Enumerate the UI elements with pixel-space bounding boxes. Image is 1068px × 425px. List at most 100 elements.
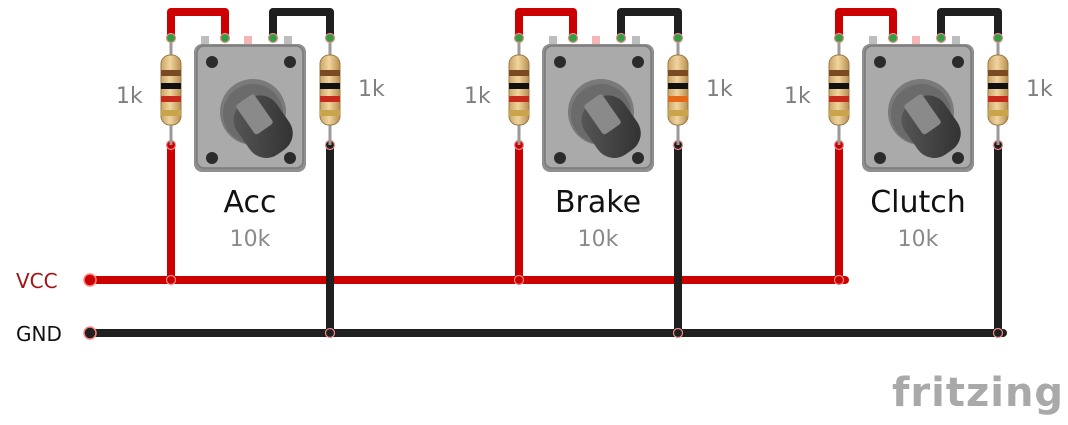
pot-pin (869, 36, 877, 48)
resistor-band (668, 110, 688, 116)
potentiometer (542, 36, 654, 172)
connector-dot (992, 32, 1004, 44)
top-black-jumper (617, 8, 682, 42)
mount-hole (554, 56, 566, 68)
mount-hole (206, 152, 218, 164)
connector-dot (165, 32, 177, 44)
resistor-band (988, 110, 1008, 116)
pot-pin (912, 36, 920, 48)
pot-pin (549, 36, 557, 48)
pot-pin (952, 36, 960, 48)
resistor-band (320, 83, 340, 89)
pot-title: Clutch (870, 185, 966, 220)
connector-dot (324, 327, 336, 339)
resistor-label: 1k (706, 77, 733, 102)
pot-pin (201, 36, 209, 48)
mount-hole (284, 56, 296, 68)
mount-hole (554, 152, 566, 164)
top-red-jumper (167, 8, 229, 42)
mount-hole (284, 152, 296, 164)
connector-dot (833, 32, 845, 44)
pot-title: Acc (224, 185, 277, 220)
knob-flat (584, 94, 621, 135)
pot-pin (284, 36, 292, 48)
resistor-band (668, 70, 688, 76)
resistor-band (509, 110, 529, 116)
knob-icon (901, 94, 961, 158)
knob-icon (581, 94, 641, 158)
connector-dot (219, 32, 231, 44)
brand-text: fritzing (892, 370, 1064, 416)
connector-dot (513, 274, 525, 286)
connector-dot (935, 32, 947, 44)
resistor-band (509, 96, 529, 102)
resistor-band (829, 96, 849, 102)
mount-hole (206, 56, 218, 68)
resistor-label: 1k (1026, 77, 1053, 102)
gnd-terminal (83, 326, 97, 340)
resistor-band (668, 96, 688, 102)
pot-pin (632, 36, 640, 48)
resistor-right (987, 32, 1009, 145)
resistor-label: 1k (358, 77, 385, 102)
connector-dot (672, 32, 684, 44)
resistor-left (828, 32, 850, 145)
connector-dot (992, 327, 1004, 339)
resistor-right (319, 32, 341, 145)
pot-value: 10k (578, 227, 619, 252)
resistor-band (161, 110, 181, 116)
resistor-band (829, 83, 849, 89)
top-black-jumper (269, 8, 334, 42)
pot-value: 10k (230, 227, 271, 252)
resistor-band (161, 96, 181, 102)
potentiometer (194, 36, 306, 172)
vcc-label: VCC (16, 269, 58, 293)
resistor-left (508, 32, 530, 145)
connector-dot (833, 274, 845, 286)
knob-flat (904, 94, 941, 135)
resistor-band (668, 83, 688, 89)
potentiometer (862, 36, 974, 172)
resistor-band (988, 83, 1008, 89)
resistor-right (667, 32, 689, 145)
pot-pin (244, 36, 252, 48)
resistor-band (320, 96, 340, 102)
resistor-label: 1k (464, 84, 491, 109)
resistor-band (509, 83, 529, 89)
connector-dot (615, 32, 627, 44)
vcc-terminal (83, 273, 97, 287)
connector-dot (267, 32, 279, 44)
resistor-band (320, 110, 340, 116)
fritzing-logo: fritzing (892, 370, 1064, 416)
knob-icon (233, 94, 293, 158)
top-black-jumper (937, 8, 1002, 42)
knob-flat (236, 94, 273, 135)
resistor-band (829, 110, 849, 116)
mount-hole (952, 56, 964, 68)
top-red-jumper (515, 8, 577, 42)
pot-value: 10k (898, 227, 939, 252)
resistor-band (988, 96, 1008, 102)
resistor-label: 1k (784, 84, 811, 109)
mount-hole (874, 152, 886, 164)
resistor-band (161, 70, 181, 76)
power-rails (83, 273, 1007, 340)
connector-dot (513, 32, 525, 44)
connector-dot (887, 32, 899, 44)
resistor-band (509, 70, 529, 76)
top-red-jumper (835, 8, 897, 42)
mount-hole (632, 56, 644, 68)
connector-dot (165, 274, 177, 286)
pot-pin (592, 36, 600, 48)
mount-hole (874, 56, 886, 68)
resistor-band (161, 83, 181, 89)
resistor-left (160, 32, 182, 145)
mount-hole (952, 152, 964, 164)
gnd-label: GND (16, 322, 62, 346)
mount-hole (632, 152, 644, 164)
resistor-band (829, 70, 849, 76)
